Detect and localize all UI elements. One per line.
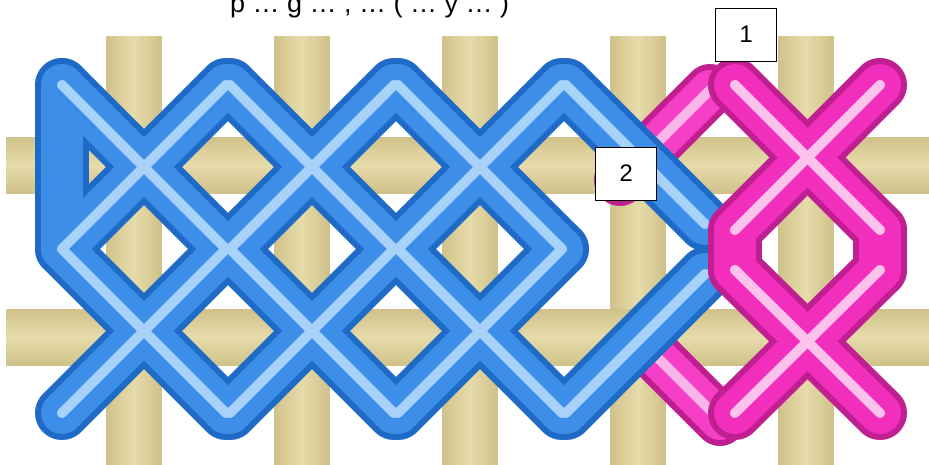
blue-stitches bbox=[35, 58, 732, 440]
step-label-1: 1 bbox=[715, 8, 777, 62]
caption-fragment: p … g … , … ( … y … ) bbox=[230, 0, 510, 18]
fabric-threads bbox=[6, 36, 929, 465]
step-label-2: 2 bbox=[595, 147, 657, 201]
pink-stitches-front bbox=[708, 58, 907, 440]
blue-stitch-highlight bbox=[57, 80, 710, 418]
pink-stitch-highlight bbox=[730, 80, 885, 418]
